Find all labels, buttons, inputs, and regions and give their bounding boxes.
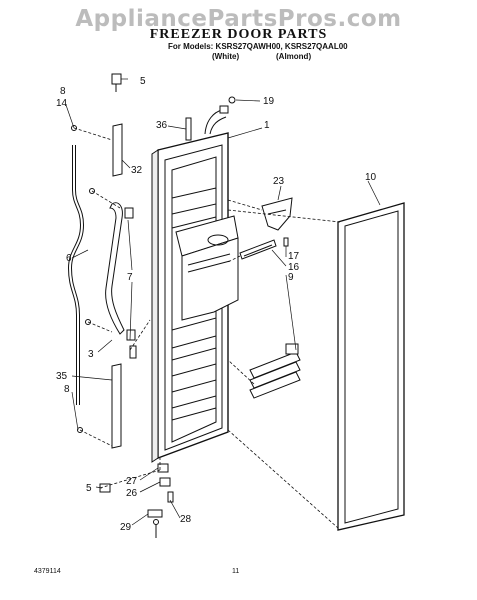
door-gasket (337, 202, 405, 531)
hinge-pin (185, 117, 192, 141)
callout-26: 26 (126, 488, 138, 499)
callout-28: 28 (180, 514, 192, 525)
callout-9: 9 (288, 272, 294, 283)
ice-chute (261, 197, 293, 231)
callout-14: 14 (56, 98, 68, 109)
callout-5-bottom: 5 (86, 483, 92, 494)
callout-leaders (65, 78, 381, 526)
model-numbers: For Models: KSRS27QAWH00, KSRS27QAAL00 (168, 42, 348, 51)
door-handle (105, 202, 125, 335)
callout-29: 29 (120, 522, 132, 533)
door-shelf-stack (249, 343, 301, 399)
callout-16: 16 (288, 262, 300, 273)
callout-17: 17 (288, 251, 300, 262)
callout-36: 36 (156, 120, 168, 131)
part-number-footer: 4379114 (34, 568, 61, 575)
callout-27: 27 (126, 476, 138, 487)
callout-1: 1 (264, 120, 270, 131)
trim-strip (239, 237, 289, 260)
callout-3: 3 (88, 349, 94, 360)
callout-19: 19 (263, 96, 275, 107)
callout-35: 35 (56, 371, 68, 382)
callout-5-top: 5 (140, 76, 146, 87)
side-trim-strip (67, 145, 85, 405)
watermark: AppliancePartsPros.com (75, 6, 402, 32)
callout-8-top: 8 (60, 86, 66, 97)
handle-trim-lower (111, 363, 122, 449)
callout-10: 10 (365, 172, 377, 183)
variant-almond: (Almond) (276, 52, 312, 61)
handle-trim-upper (112, 123, 123, 177)
callout-6: 6 (66, 253, 72, 264)
callout-23: 23 (273, 176, 285, 187)
variant-white: (White) (212, 52, 240, 61)
callout-32: 32 (131, 165, 143, 176)
page-number: 11 (232, 568, 240, 575)
fasteners (71, 73, 236, 538)
diagram-title: FREEZER DOOR PARTS (149, 27, 328, 42)
callout-labels: 5 19 8 14 36 1 32 23 10 17 16 9 6 7 3 35… (56, 76, 377, 533)
freezer-door (151, 105, 239, 463)
callout-8-bottom: 8 (64, 384, 70, 395)
callout-7: 7 (127, 272, 133, 283)
assembly-lines (73, 127, 341, 529)
